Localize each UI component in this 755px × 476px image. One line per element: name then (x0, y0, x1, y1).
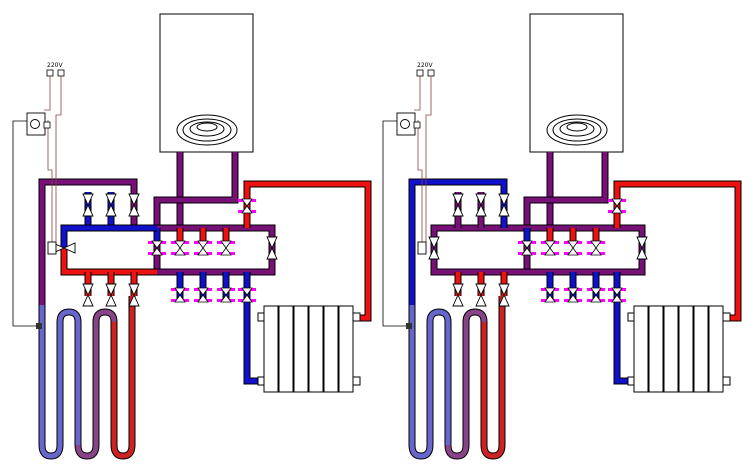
voltage-label: 220V (417, 62, 433, 69)
sensor-icon (417, 241, 427, 255)
valve-icon (237, 198, 257, 214)
thermostat-icon (26, 112, 51, 136)
valve-icon (147, 240, 167, 256)
boiler-icon (159, 13, 254, 153)
valve-icon (216, 287, 236, 303)
valve-icon (607, 287, 627, 303)
valve-icon (517, 240, 537, 256)
sensor-icon (406, 323, 412, 329)
valve-icon (540, 240, 560, 256)
voltage-label: 220V (47, 62, 63, 69)
valve-icon (170, 287, 190, 303)
valve-icon (193, 240, 213, 256)
valve-icon (237, 287, 257, 303)
sensor-icon (47, 241, 57, 255)
valve-icon (563, 287, 583, 303)
panel-right: 220V (382, 13, 742, 460)
valve-icon (170, 240, 190, 256)
valve-icon (193, 287, 213, 303)
valve-icon (607, 198, 627, 214)
radiator-icon (257, 305, 361, 393)
burner-icon (176, 114, 238, 146)
boiler-icon (529, 13, 624, 153)
thermostat-icon (396, 112, 421, 136)
valve-icon (586, 240, 606, 256)
valve-icon (540, 287, 560, 303)
valve-icon (216, 240, 236, 256)
burner-icon (546, 114, 608, 146)
socket-icon (46, 69, 65, 77)
radiator-icon (627, 305, 731, 393)
valve-icon (586, 287, 606, 303)
panel-left: 220V (12, 13, 372, 460)
sensor-icon (36, 323, 42, 329)
valve-icon (563, 240, 583, 256)
socket-icon (416, 69, 435, 77)
